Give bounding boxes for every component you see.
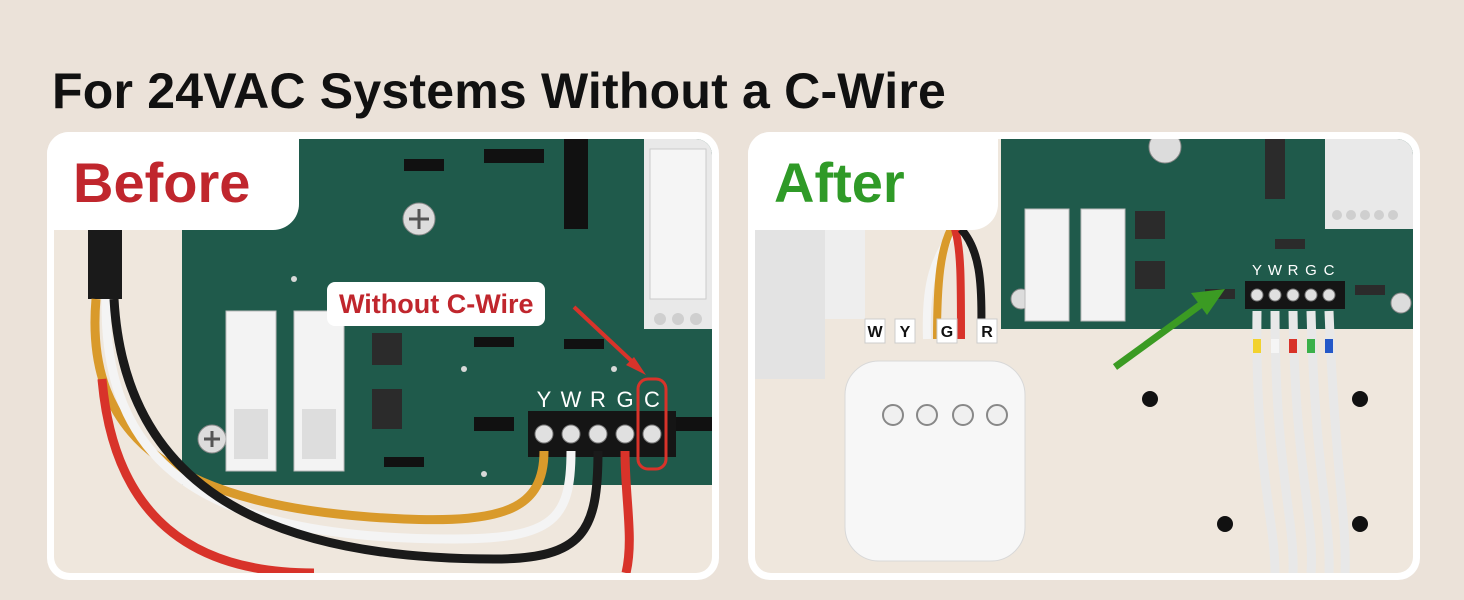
after-terminal-g: G — [1305, 262, 1317, 279]
adapter-label-r: R — [981, 324, 993, 341]
before-terminal-w: W — [561, 387, 582, 412]
before-tag: Before — [47, 132, 299, 230]
after-terminal-w: W — [1268, 262, 1283, 279]
adapter-label-w: W — [867, 324, 883, 341]
before-terminal-r: R — [590, 387, 606, 412]
adapter-label-y: Y — [900, 324, 911, 341]
before-terminal-g: G — [616, 387, 633, 412]
after-terminal-r: R — [1288, 262, 1299, 279]
page-title: For 24VAC Systems Without a C-Wire — [52, 63, 947, 119]
after-terminal-y: Y — [1252, 262, 1262, 279]
before-terminal-y: Y — [537, 387, 552, 412]
after-panel: Y W R G C W — [748, 132, 1420, 580]
after-terminal-c: C — [1324, 262, 1335, 279]
after-tag: After — [748, 132, 998, 230]
before-tag-label: Before — [73, 151, 251, 214]
adapter-label-g: G — [941, 324, 953, 341]
before-panel: Y W R G C Before Without C-Wire — [47, 132, 719, 580]
without-c-wire-callout: Without C-Wire — [327, 282, 546, 326]
after-tag-label: After — [774, 151, 905, 214]
before-terminal-c: C — [644, 387, 660, 412]
